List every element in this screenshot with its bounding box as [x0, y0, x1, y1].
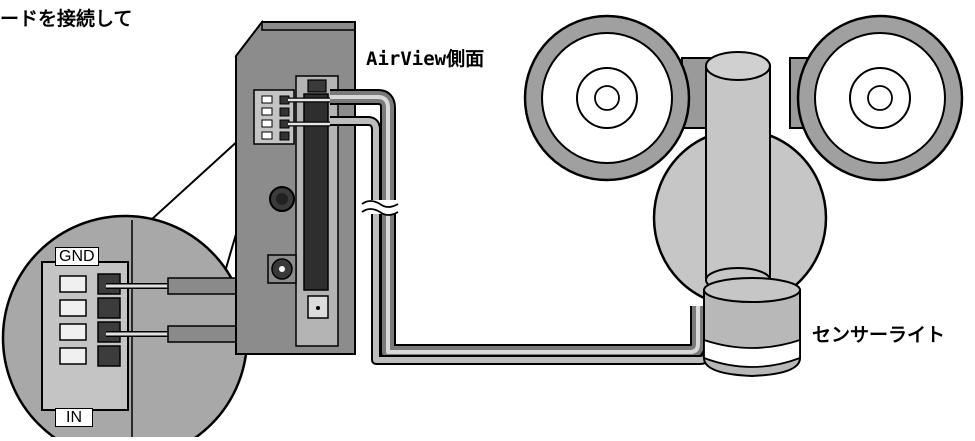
- sensor-light: [523, 14, 964, 378]
- device-slot: [303, 93, 329, 291]
- magnifier: [1, 126, 264, 441]
- in-label: IN: [55, 408, 93, 427]
- lamp-right: [796, 14, 964, 182]
- sensor-light-label: センサーライト: [812, 324, 946, 346]
- lamp-left: [523, 14, 691, 182]
- magnified-wires: [106, 277, 239, 343]
- device-side-label: AirView側面: [366, 48, 485, 70]
- gnd-label: GND: [55, 247, 99, 266]
- light-neck: [705, 65, 771, 281]
- device-top-port: [307, 79, 327, 93]
- magnified-terminals: [59, 273, 121, 367]
- instruction-label: ードを接続して: [0, 8, 133, 30]
- airview-device: [234, 19, 356, 355]
- device-terminals: [261, 95, 290, 141]
